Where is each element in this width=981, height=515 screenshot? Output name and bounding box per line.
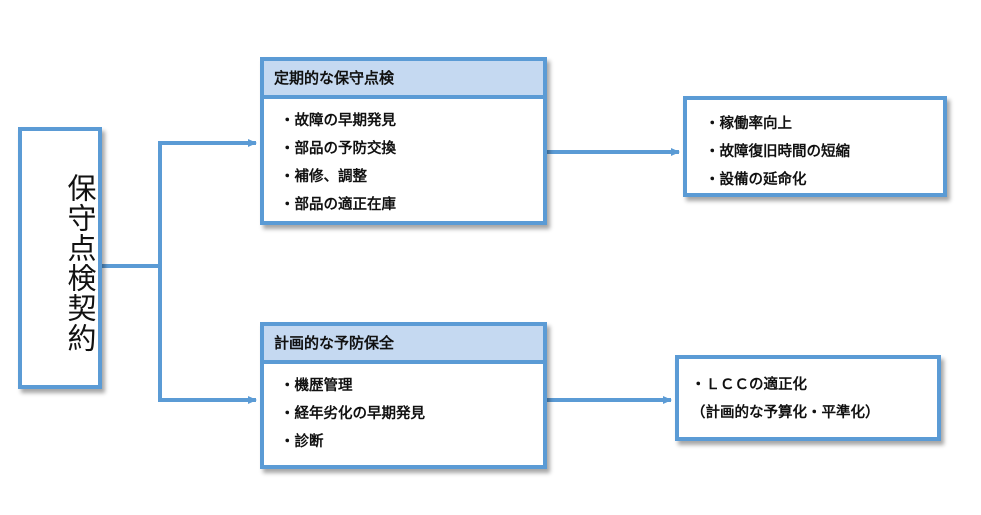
list-item: （計画的な予算化・平準化） [691, 405, 880, 421]
list-item: ・診断 [280, 434, 324, 450]
planned-maintenance-list: ・機歴管理 ・経年劣化の早期発見 ・診断 [280, 372, 537, 456]
main-box: 保守点検契約 [18, 127, 102, 389]
main-title: 保守点検契約 [63, 173, 97, 353]
list-item: ・部品の予防交換 [280, 141, 396, 157]
planned-maintenance-box: 計画的な予防保全 ・機歴管理 ・経年劣化の早期発見 ・診断 [260, 322, 547, 469]
result-box-lcc: ・ＬＣＣの適正化 （計画的な予算化・平準化） [675, 355, 941, 441]
planned-maintenance-title: 計画的な予防保全 [264, 326, 543, 364]
periodic-inspection-title: 定期的な保守点検 [264, 61, 543, 99]
list-item: ・部品の適正在庫 [280, 197, 396, 213]
periodic-inspection-list: ・故障の早期発見 ・部品の予防交換 ・補修、調整 ・部品の適正在庫 [280, 107, 537, 219]
list-item: ・故障復旧時間の短縮 [705, 144, 850, 160]
list-item: ・経年劣化の早期発見 [280, 406, 425, 422]
result-list-reliability: ・稼働率向上 ・故障復旧時間の短縮 ・設備の延命化 [705, 110, 937, 194]
list-item: ・補修、調整 [280, 169, 367, 185]
list-item: ・故障の早期発見 [280, 113, 396, 129]
list-item: ・ＬＣＣの適正化 [691, 377, 807, 393]
list-item: ・稼働率向上 [705, 116, 792, 132]
periodic-inspection-box: 定期的な保守点検 ・故障の早期発見 ・部品の予防交換 ・補修、調整 ・部品の適正… [260, 57, 547, 225]
result-list-lcc: ・ＬＣＣの適正化 （計画的な予算化・平準化） [691, 371, 931, 427]
list-item: ・機歴管理 [280, 378, 353, 394]
list-item: ・設備の延命化 [705, 172, 807, 188]
result-box-reliability: ・稼働率向上 ・故障復旧時間の短縮 ・設備の延命化 [683, 96, 947, 197]
